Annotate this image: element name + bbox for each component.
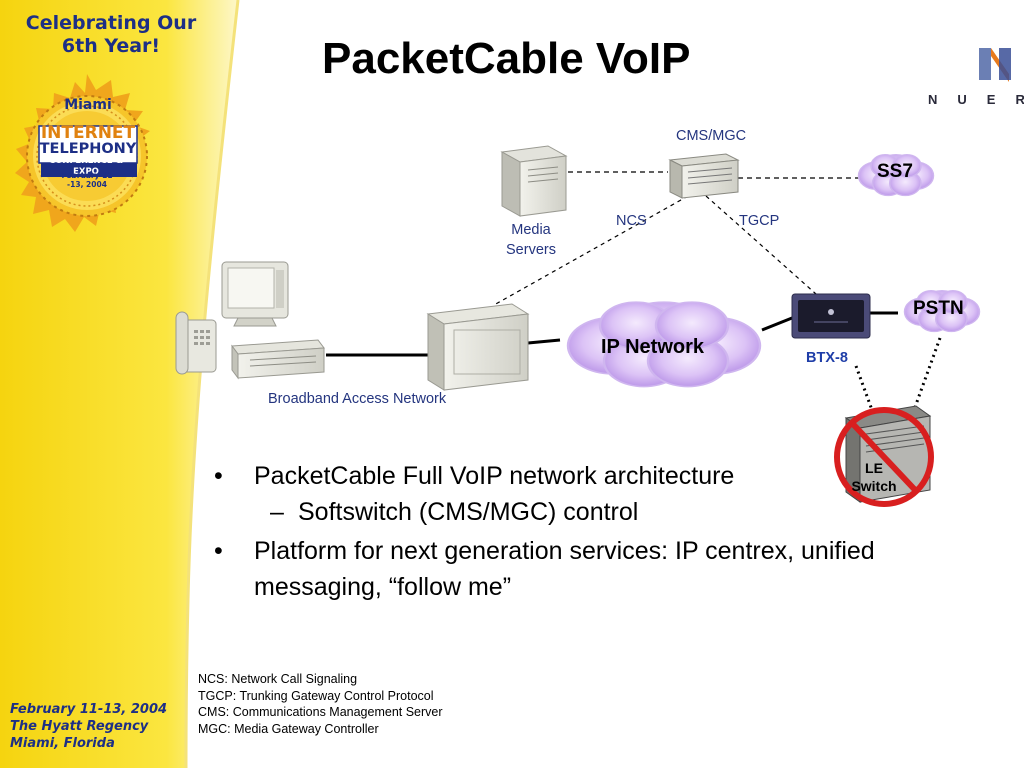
bullet-text: PacketCable Full VoIP network architectu… — [254, 462, 735, 490]
logo-text: NUER — [928, 92, 1024, 107]
bullet-item: • Platform for next generation services:… — [212, 533, 992, 606]
cms-mgc-label: CMS/MGC — [676, 128, 747, 144]
prohibited-icon — [834, 407, 934, 507]
media-server-icon — [500, 145, 568, 217]
footnote-mgc: MGC: Media Gateway Controller — [198, 721, 379, 736]
slide-title: PacketCable VoIP — [322, 34, 691, 83]
btx8-gateway-icon — [791, 293, 871, 339]
footnote-ncs: NCS: Network Call Signaling — [198, 672, 358, 686]
tgcp-label: TGCP — [739, 213, 780, 229]
bullet-item: • PacketCable Full VoIP network architec… — [212, 458, 992, 494]
footnote-tgcp: TGCP: Trunking Gateway Control Protocol — [198, 688, 434, 703]
le-switch-label: LE Switch — [851, 460, 897, 494]
cms-mgc-server-icon — [668, 153, 740, 199]
bullet-marker: • — [214, 462, 223, 490]
anniversary-banner: Celebrating Our 6th Year! — [25, 12, 197, 57]
cmts-box-icon — [426, 303, 530, 391]
le-switch-icon — [844, 405, 932, 503]
event-venue: The Hyatt Regency — [10, 719, 149, 734]
conference-badge-icon — [15, 74, 150, 232]
ss7-label: SS7 — [877, 161, 913, 182]
media-servers-label: Media Servers — [506, 222, 556, 258]
computer-monitor-icon — [221, 261, 289, 327]
sub-bullet-item: – Softswitch (CMS/MGC) control — [212, 494, 992, 530]
nuera-logo-icon — [979, 48, 1011, 82]
pstn-label: PSTN — [913, 298, 964, 319]
telephone-icon — [175, 311, 217, 375]
badge-city: Miami — [64, 97, 112, 113]
ncs-label: NCS — [616, 213, 647, 229]
conference-sidebar: Celebrating Our 6th Year! Miami INTERNET… — [0, 0, 240, 768]
badge-dates: February 11 -13, 2004 — [61, 171, 113, 189]
footnote-cms: CMS: Communications Management Server — [198, 705, 443, 719]
badge-conference: CONFERENCE & EXPO — [48, 156, 124, 177]
badge-internet: INTERNET — [40, 123, 136, 143]
glossary-footnotes: NCS: Network Call Signaling TGCP: Trunki… — [198, 671, 443, 737]
bullet-marker: • — [214, 536, 223, 565]
broadband-access-label: Broadband Access Network — [268, 391, 447, 407]
cable-modem-icon — [231, 339, 325, 380]
bullet-list: • PacketCable Full VoIP network architec… — [212, 458, 992, 605]
ip-network-label: IP Network — [601, 336, 704, 358]
badge-telephony: TELEPHONY — [39, 141, 137, 157]
sub-bullet-marker: – — [270, 498, 284, 527]
event-location: Miami, Florida — [10, 736, 115, 751]
event-dates: February 11-13, 2004 — [10, 702, 168, 717]
btx8-label: BTX-8 — [806, 350, 848, 366]
bullet-text: Platform for next generation services: I… — [254, 536, 875, 601]
connection-lines — [326, 171, 942, 411]
sub-bullet-text: Softswitch (CMS/MGC) control — [298, 498, 639, 527]
